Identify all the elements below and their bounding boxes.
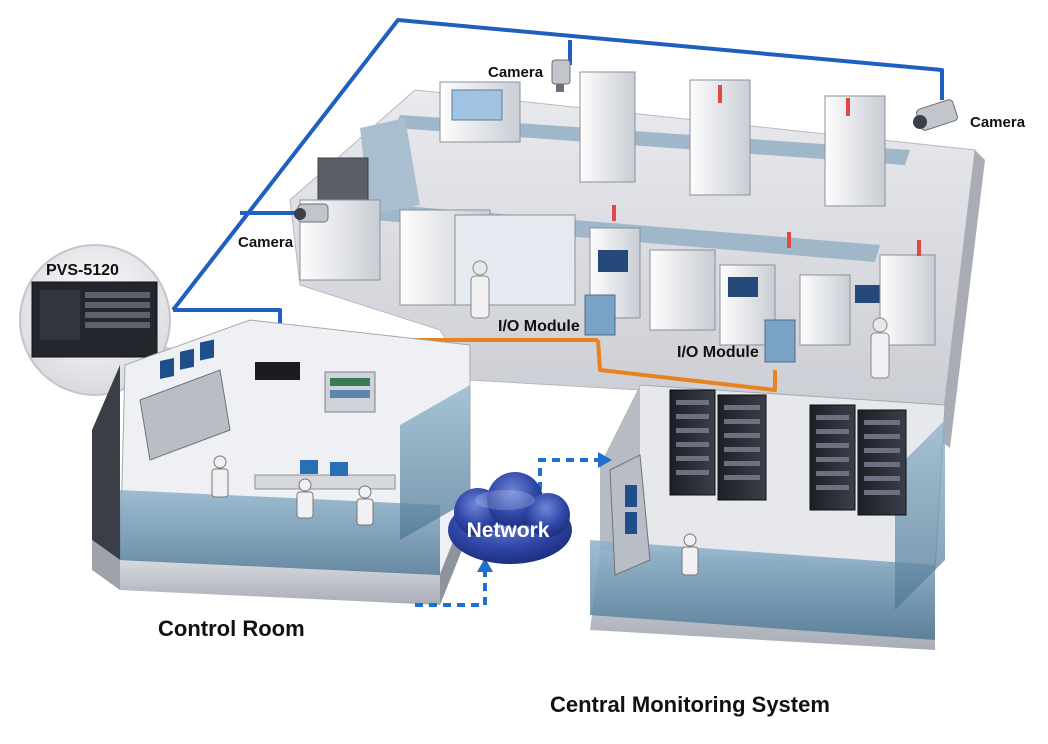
- network-link: [415, 458, 600, 607]
- central-monitoring-label: Central Monitoring System: [550, 692, 830, 717]
- machine-icon: [299, 71, 886, 281]
- network-cloud-icon: Network: [448, 472, 572, 564]
- camera-icon: [913, 99, 958, 131]
- io-module-label-2: I/O Module: [677, 344, 759, 361]
- camera-icon: [294, 203, 329, 223]
- central-monitoring-room: [590, 384, 946, 650]
- stack-light-icon: [612, 85, 921, 256]
- machine-icon: [399, 209, 936, 363]
- network-link-arrow: [598, 452, 612, 468]
- pvs-5120-label: PVS-5120: [46, 262, 119, 279]
- network-link-arrow: [477, 558, 493, 572]
- control-room: [92, 319, 471, 605]
- camera-label-top: Camera: [488, 64, 544, 81]
- camera-icon: [551, 59, 571, 92]
- camera-label-left: Camera: [238, 234, 294, 251]
- camera-label-right: Camera: [970, 114, 1026, 131]
- io-module-label-1: I/O Module: [498, 318, 580, 335]
- operator-icon: [211, 455, 374, 526]
- network-label: Network: [467, 519, 550, 542]
- operator-icon: [681, 533, 699, 576]
- operator-icon: [470, 260, 890, 379]
- server-rack-icon: [669, 389, 907, 516]
- control-room-label: Control Room: [158, 616, 305, 641]
- pvs-5120-callout: [19, 244, 265, 396]
